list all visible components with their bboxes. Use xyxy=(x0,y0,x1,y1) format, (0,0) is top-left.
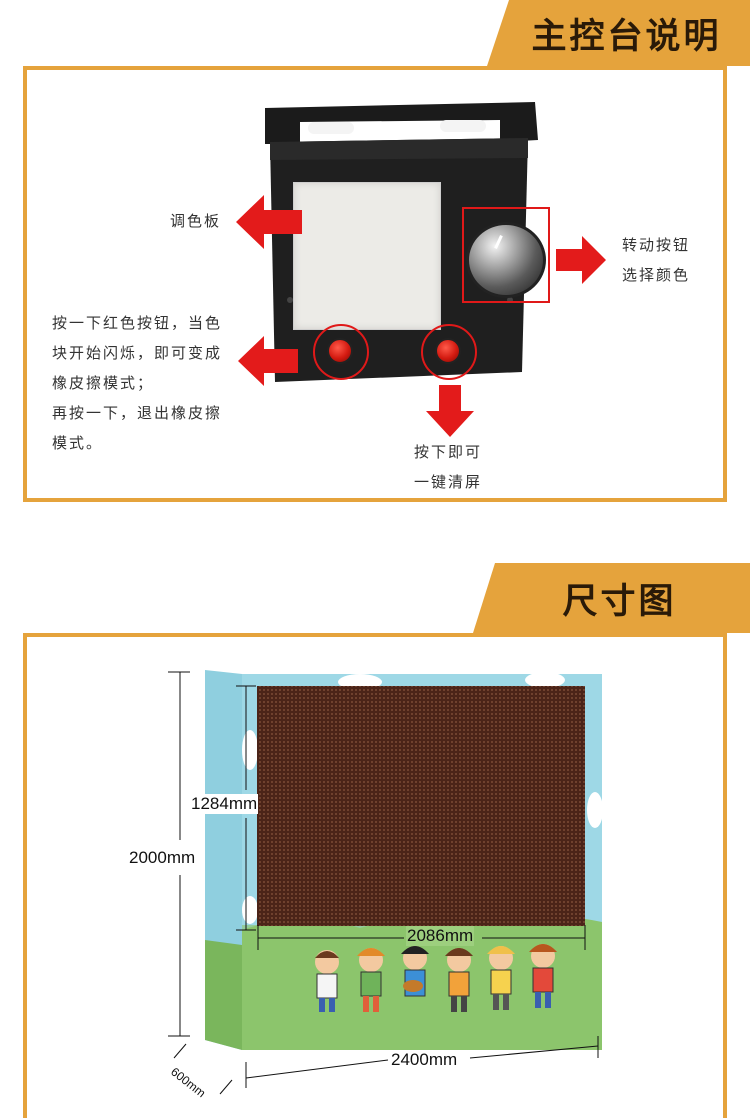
console-frame xyxy=(23,66,727,502)
eraser-desc-line2: 块开始闪烁，即可变成 xyxy=(52,344,223,362)
arrow-left-icon xyxy=(236,195,302,249)
knob-label-line2: 选择颜色 xyxy=(622,266,691,284)
children-cartoon-illustration xyxy=(315,944,557,1012)
eraser-desc-line5: 模式。 xyxy=(52,434,104,452)
rotary-knob xyxy=(466,222,546,298)
eraser-desc-line4: 再按一下，退出橡皮擦 xyxy=(52,404,223,422)
dim-total-width: 2400mm xyxy=(390,1050,459,1070)
section-title-console: 主控台说明 xyxy=(531,16,722,57)
section-header-console: 主控台说明 xyxy=(487,0,750,66)
dim-total-height: 2000mm xyxy=(128,848,197,868)
palette-label: 调色板 xyxy=(170,212,222,230)
arrow-right-icon xyxy=(556,236,606,284)
dim-screen-height: 1284mm xyxy=(190,794,259,814)
clear-label-line1: 按下即可 xyxy=(414,443,483,461)
dim-screen-width: 2086mm xyxy=(406,926,475,946)
arrow-down-icon xyxy=(426,385,474,437)
eraser-desc-line1: 按一下红色按钮，当色 xyxy=(52,314,223,332)
highlight-circle-eraser xyxy=(313,324,369,380)
section-header-dimensions: 尺寸图 xyxy=(473,563,750,633)
highlight-circle-clear xyxy=(421,324,477,380)
section-title-dimensions: 尺寸图 xyxy=(562,581,677,622)
arrow-left-icon xyxy=(238,336,298,386)
knob-label-line1: 转动按钮 xyxy=(622,236,691,254)
color-palette-panel xyxy=(293,182,441,330)
clear-label-line2: 一键清屏 xyxy=(414,473,483,491)
highlight-rect-knob xyxy=(462,207,550,303)
eraser-desc-line3: 橡皮擦模式； xyxy=(52,374,155,392)
